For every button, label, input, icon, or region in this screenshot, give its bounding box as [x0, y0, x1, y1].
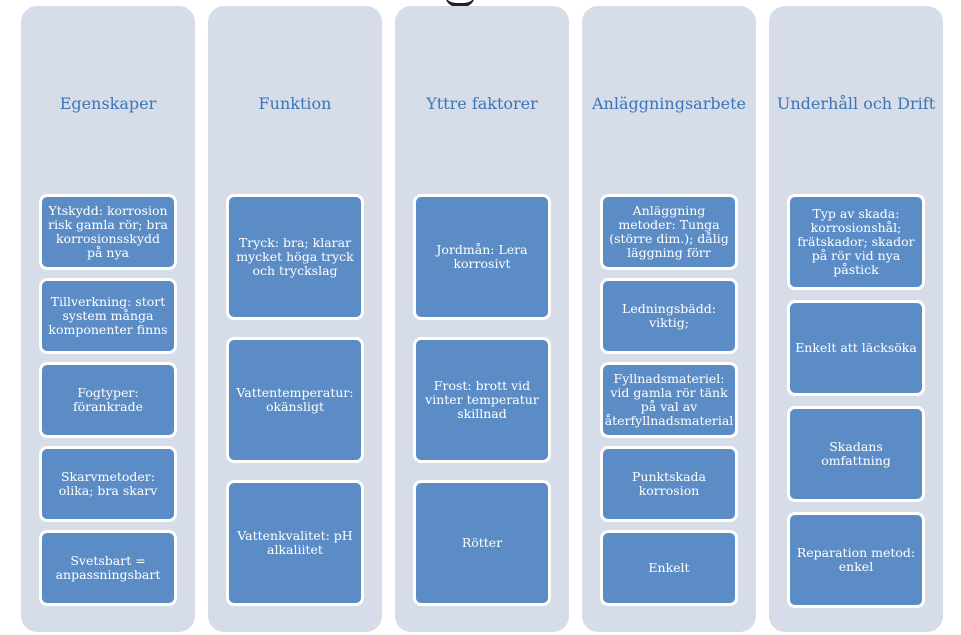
column-funktion: Funktion Tryck: bra; klarar mycket höga … [208, 6, 382, 632]
column-egenskaper: Egenskaper Ytskydd: korrosion risk gamla… [21, 6, 195, 632]
column-anlaggningsarbete: Anläggningsarbete Anläggning metoder: Tu… [582, 6, 756, 632]
item-box: Svetsbart = anpassningsbart [39, 530, 177, 606]
item-box: Fyllnadsmateriel: vid gamla rör tänk på … [600, 362, 738, 438]
column-title: Egenskaper [59, 94, 157, 113]
item-box: Enkelt att läcksöka [787, 300, 925, 396]
item-box: Ytskydd: korrosion risk gamla rör; bra k… [39, 194, 177, 270]
column-underhall-och-drift: Underhåll och Drift Typ av skada: korros… [769, 6, 943, 632]
item-box: Enkelt [600, 530, 738, 606]
item-box: Reparation metod: enkel [787, 512, 925, 608]
item-box: Vattenkvalitet: pH alkaliitet [226, 480, 364, 606]
item-box: Vattentemperatur: okänsligt [226, 337, 364, 463]
item-box: Punktskada korrosion [600, 446, 738, 522]
item-box: Jordmån: Lera korrosivt [413, 194, 551, 320]
top-decoration [445, 0, 475, 7]
column-title: Yttre faktorer [426, 94, 538, 113]
column-title: Underhåll och Drift [776, 94, 936, 113]
column-title: Funktion [258, 94, 332, 113]
column-title: Anläggningsarbete [592, 94, 746, 113]
item-box: Tryck: bra; klarar mycket höga tryck och… [226, 194, 364, 320]
item-box: Frost: brott vid vinter temperatur skill… [413, 337, 551, 463]
item-box: Ledningsbädd: viktig; [600, 278, 738, 354]
item-box: Typ av skada: korrosionshål; frätskador;… [787, 194, 925, 290]
item-box: Skadans omfattning [787, 406, 925, 502]
column-yttre-faktorer: Yttre faktorer Jordmån: Lera korrosivt F… [395, 6, 569, 632]
item-box: Anläggning metoder: Tunga (större dim.);… [600, 194, 738, 270]
item-box: Skarvmetoder: olika; bra skarv [39, 446, 177, 522]
item-box: Rötter [413, 480, 551, 606]
item-box: Fogtyper: förankrade [39, 362, 177, 438]
item-box: Tillverkning: stort system många kompone… [39, 278, 177, 354]
